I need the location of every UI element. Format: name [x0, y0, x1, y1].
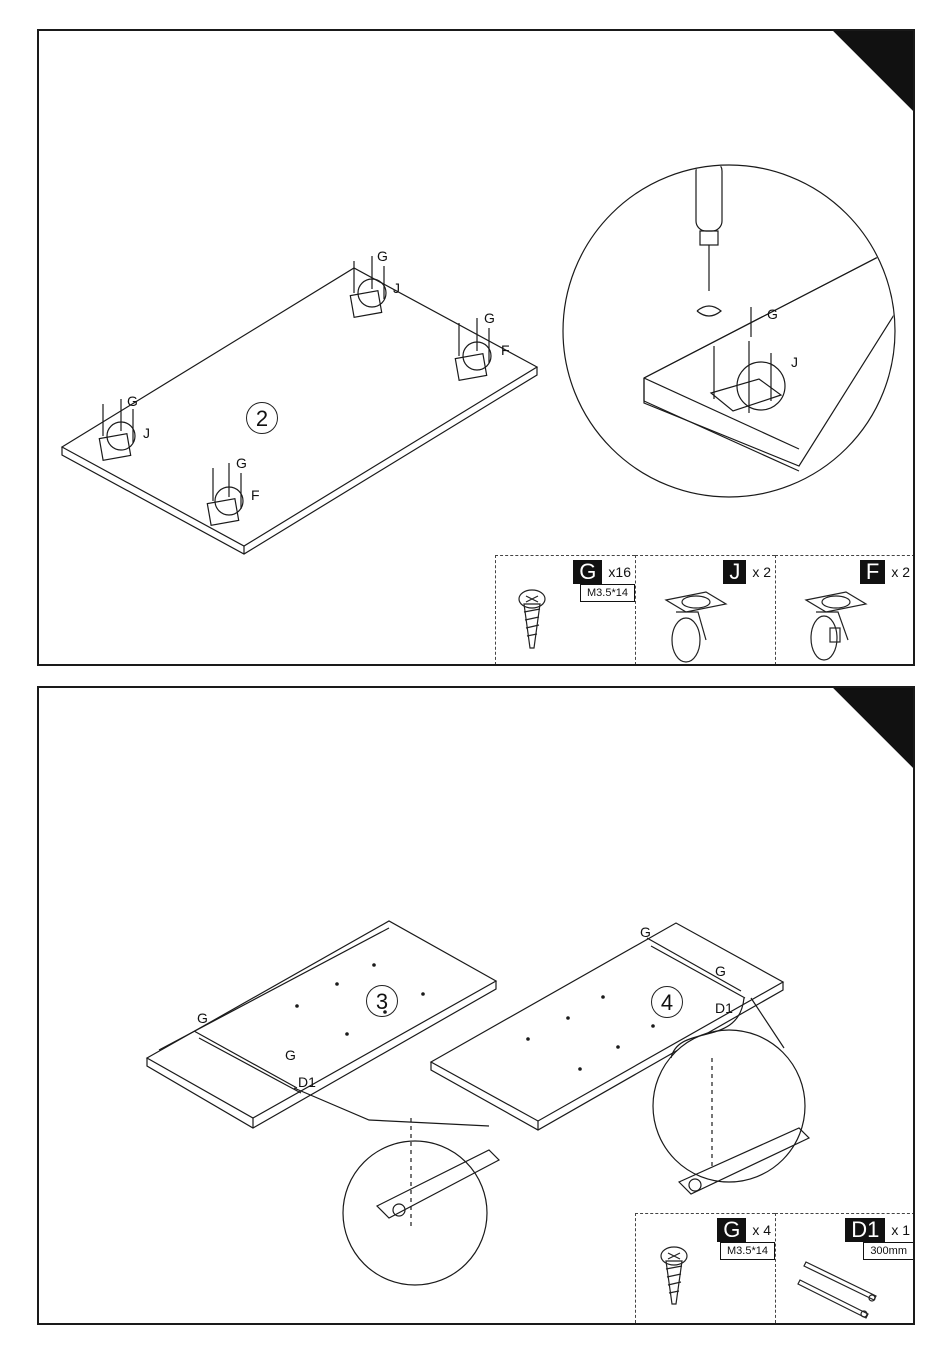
callout-g: G — [127, 394, 138, 408]
locking-caster-icon — [776, 556, 915, 666]
step-number-badge: 3 — [366, 985, 398, 1017]
callout-g: G — [285, 1048, 296, 1062]
callout-g: G — [236, 456, 247, 470]
drawer-slide-icon — [776, 1214, 915, 1324]
callout-j: J — [393, 281, 400, 295]
screw-icon — [636, 1214, 776, 1324]
callout-f: F — [501, 343, 510, 357]
callout-g: G — [715, 964, 726, 978]
callout-d1: D1 — [715, 1001, 733, 1015]
callout-j: J — [791, 355, 798, 369]
callout-j: J — [143, 426, 150, 440]
callout-d1: D1 — [298, 1075, 316, 1089]
step-number-badge: 2 — [246, 402, 278, 434]
callout-g: G — [197, 1011, 208, 1025]
callout-g: G — [767, 307, 778, 321]
swivel-caster-icon — [636, 556, 776, 666]
callout-g: G — [640, 925, 651, 939]
callout-f: F — [251, 488, 260, 502]
step-number-badge: 4 — [651, 986, 683, 1018]
screw-icon — [496, 556, 636, 666]
callout-g: G — [484, 311, 495, 325]
callout-g: G — [377, 249, 388, 263]
